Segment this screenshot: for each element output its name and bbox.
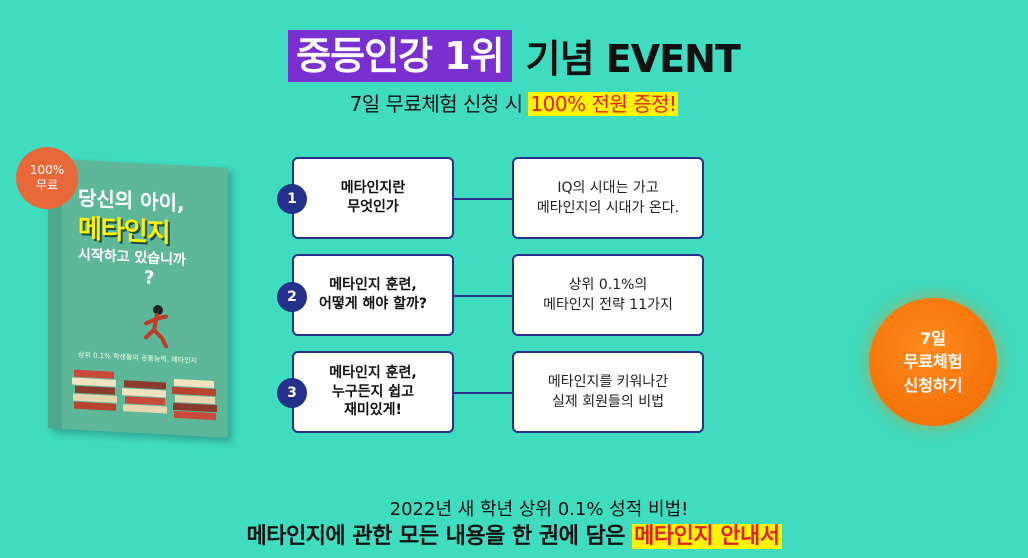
step-2-topic: 메타인지 훈련, 어떻게 해야 할까?	[292, 254, 454, 336]
cta-line1: 7일	[920, 329, 946, 349]
step-connector-2	[454, 295, 514, 297]
footer-line2: 메타인지에 관한 모든 내용을 한 권에 담은 메타인지 안내서	[0, 518, 1028, 550]
step-2-topic-line2: 어떻게 해야 할까?	[318, 296, 428, 312]
step-1-detail-line1: IQ의 시대는 가고	[557, 179, 659, 196]
step-1-number: 1	[277, 184, 307, 214]
step-1-topic-line2: 무엇인가	[347, 199, 399, 215]
step-3-number: 3	[277, 378, 307, 408]
cta-line3: 신청하기	[903, 375, 963, 395]
cta-line2: 무료체험	[903, 352, 963, 372]
event-title: 중등인강 1위 기념 EVENT	[0, 28, 1028, 83]
book-question-mark: ?	[144, 267, 155, 289]
event-subtitle: 7일 무료체험 신청 시 100% 전원 증정!	[0, 88, 1028, 117]
title-rest: 기념 EVENT	[525, 37, 741, 81]
step-2-detail-line2: 메타인지 전략 11가지	[543, 297, 673, 313]
step-3-detail-line1: 메타인지를 키워나간	[547, 373, 669, 390]
book-title-2: 메타인지	[78, 213, 170, 249]
step-3-topic-line3: 재미있게!	[344, 402, 402, 419]
free-trial-signup-button[interactable]: 7일 무료체험 신청하기	[869, 298, 997, 426]
footer-line1: 2022년 새 학년 상위 0.1% 성적 비법!	[389, 499, 689, 520]
book-title-3: 시작하고 있습니까	[78, 246, 186, 269]
subtitle-highlight: 100% 전원 증정!	[528, 92, 679, 116]
badge-line1: 100%	[29, 163, 65, 177]
step-1-topic-line1: 메타인지란	[340, 180, 406, 197]
runner-illustration	[144, 305, 168, 349]
step-2-detail-line1: 상위 0.1%의	[568, 276, 648, 293]
step-1-detail-line2: 메타인지의 시대가 온다.	[536, 200, 680, 216]
book-cover: 당신의 아이, 메타인지 시작하고 있습니까 ? 상위 0.1% 학생들의 공통…	[48, 158, 228, 438]
step-3-topic-line2: 누구든지 쉽고	[331, 383, 415, 400]
footer-line2-highlight: 메타인지 안내서	[632, 524, 782, 549]
subtitle-prefix: 7일 무료체험 신청 시	[349, 92, 529, 116]
footer-line2-prefix: 메타인지에 관한 모든 내용을 한 권에 담은	[246, 524, 633, 549]
step-connector-3	[454, 392, 514, 394]
step-2-number: 2	[277, 282, 307, 312]
book-stack-illustration	[72, 369, 217, 421]
step-3-detail-line2: 실제 회원들의 비법	[552, 394, 664, 410]
free-badge: 100% 무료	[16, 147, 78, 209]
step-3-topic-line1: 메타인지 훈련,	[329, 364, 417, 381]
badge-line2: 무료	[35, 178, 59, 192]
step-connector-1	[454, 198, 514, 200]
step-2-topic-line1: 메타인지 훈련,	[329, 277, 417, 294]
title-highlight: 중등인강 1위	[288, 29, 512, 82]
